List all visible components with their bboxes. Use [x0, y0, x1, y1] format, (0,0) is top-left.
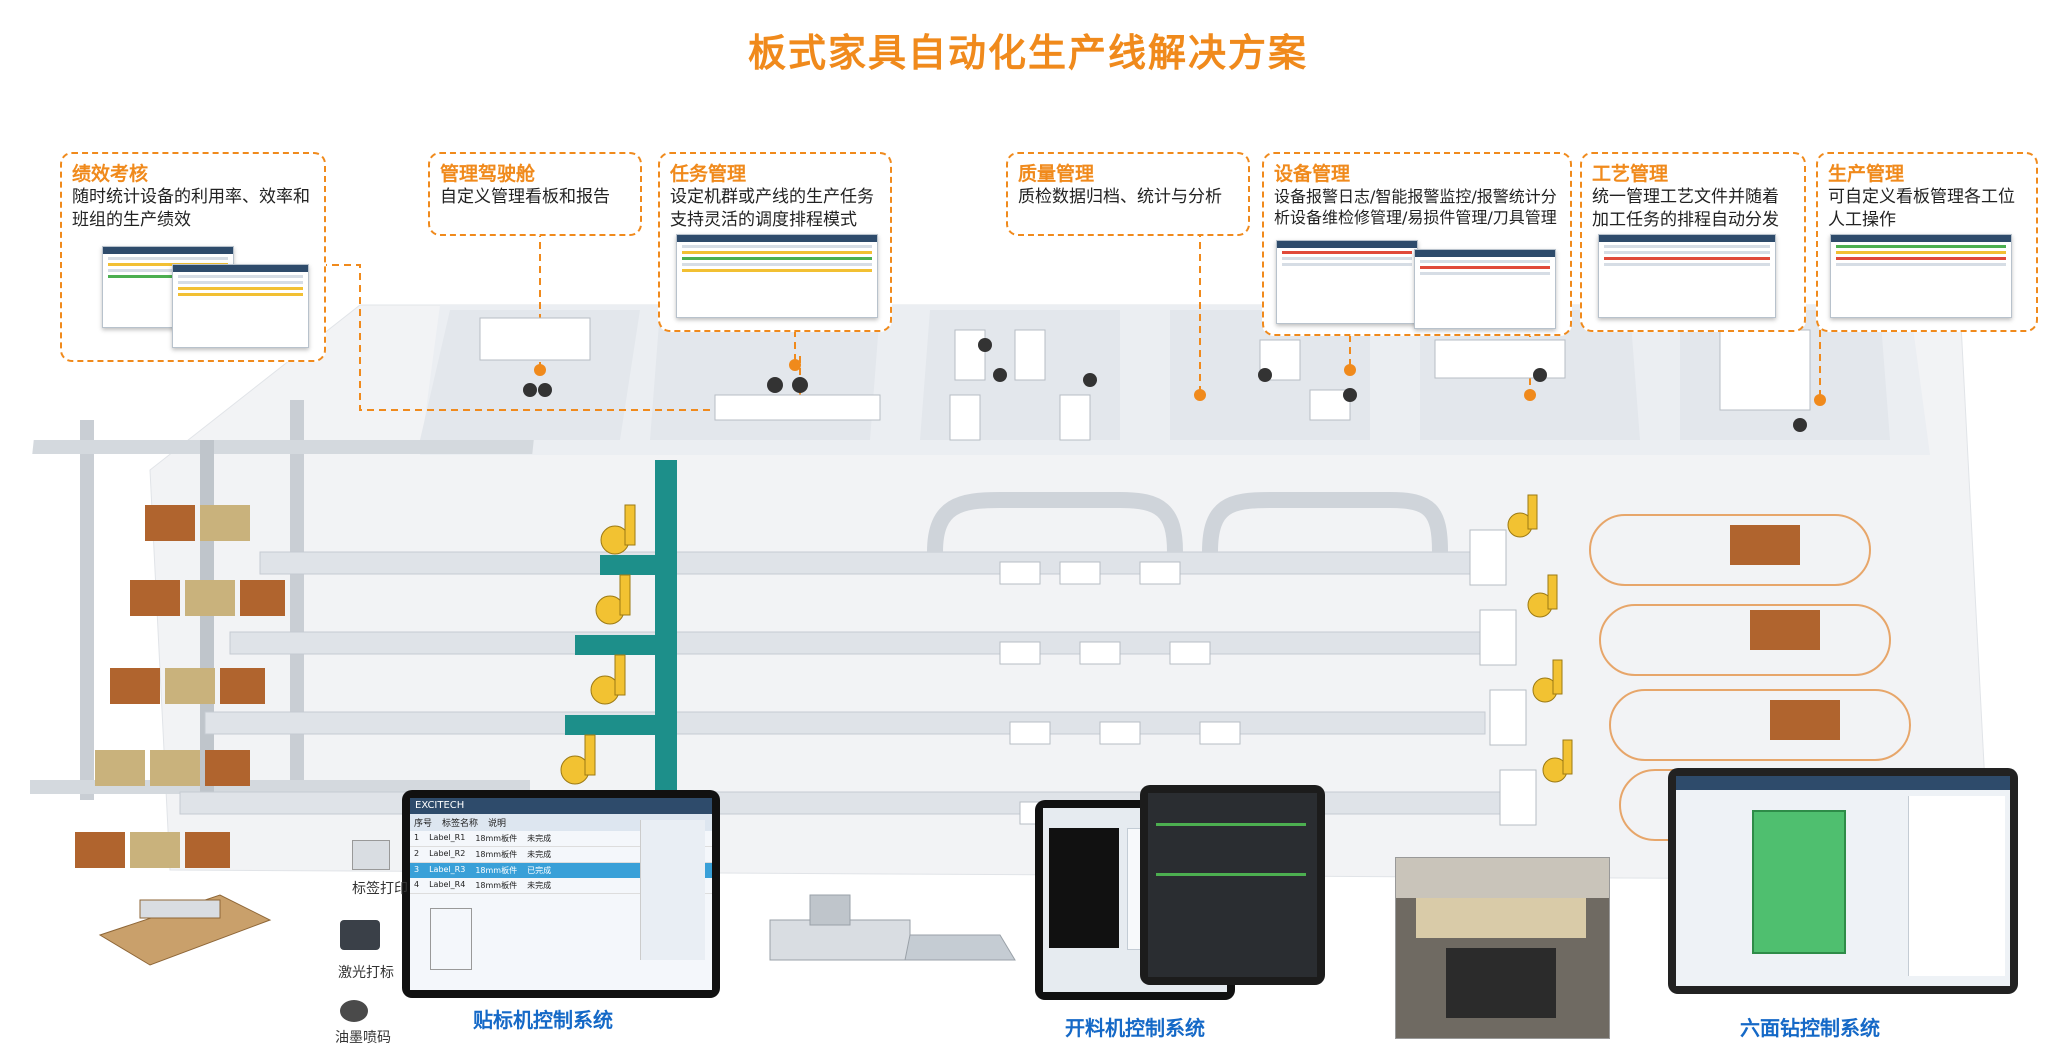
row-name: Label_R4: [429, 880, 466, 889]
row-status: 未完成: [527, 834, 552, 843]
row-desc: 18mm板件: [475, 866, 518, 875]
row-no: 1: [414, 833, 420, 842]
task-screen: [676, 234, 878, 318]
robot-arms: [560, 494, 1573, 785]
drilling-system-name: 六面钻控制系统: [1740, 1016, 1880, 1040]
row-desc: 18mm板件: [475, 850, 518, 859]
labeling-machine: [98, 894, 272, 966]
callout-task-desc: 设定机群或产线的生产任务支持灵活的调度排程模式: [670, 187, 874, 230]
label-print-tag: 标签打印: [352, 881, 408, 897]
table-row[interactable]: 1 Label_R1 18mm板件未完成: [410, 831, 712, 847]
drilling-panel-preview: [1752, 810, 1846, 954]
page-title: 板式家具自动化生产线解决方案: [747, 31, 1308, 75]
row-status: 未完成: [527, 850, 552, 859]
callout-task-title: 任务管理: [670, 163, 747, 185]
labeling-system-name: 贴标机控制系统: [473, 1008, 613, 1032]
table-row[interactable]: 3 Label_R3 18mm板件已完成: [410, 863, 712, 878]
row-name: Label_R2: [429, 849, 466, 858]
cutting-screen-2: [1148, 793, 1317, 977]
callout-production: 生产管理 可自定义看板管理各工位人工操作: [1816, 152, 2038, 332]
drilling-parameter-table: [1908, 796, 2005, 976]
callout-cockpit-title: 管理驾驶舱: [440, 163, 536, 185]
production-screen: [1830, 234, 2012, 318]
equipment-screen-1: [1276, 240, 1418, 324]
callout-quality-desc: 质检数据归档、统计与分析: [1018, 187, 1222, 207]
callout-process-desc: 统一管理工艺文件并随着加工任务的排程自动分发: [1592, 187, 1779, 230]
callout-performance-desc: 随时统计设备的利用率、效率和班组的生产绩效: [72, 187, 310, 230]
labeler-col-desc: 说明: [488, 819, 507, 829]
labeler-brand: EXCITECH: [410, 798, 712, 814]
cutting-monitor-2: [1140, 785, 1325, 985]
equipment-screen-2: [1414, 249, 1556, 329]
row-no: 3: [414, 865, 420, 874]
drilling-machine-photo: [1395, 857, 1610, 1039]
ink-jet-icon: [340, 1000, 368, 1022]
drilling-screen: [1676, 776, 2010, 986]
callout-equipment-desc: 设备报警日志/智能报警监控/报警统计分析设备维检修管理/易损件管理/刀具管理: [1274, 187, 1557, 227]
label-preview: [430, 908, 472, 970]
ink-jet-tag: 油墨喷码: [335, 1030, 391, 1046]
labeler-col-name: 标签名称: [442, 819, 479, 829]
callout-production-desc: 可自定义看板管理各工位人工操作: [1828, 187, 2015, 230]
row-name: Label_R1: [429, 833, 466, 842]
row-no: 2: [414, 849, 420, 858]
process-screen: [1598, 234, 1776, 318]
callout-quality-title: 质量管理: [1018, 163, 1095, 185]
callout-performance-title: 绩效考核: [72, 163, 149, 185]
callout-equipment-title: 设备管理: [1274, 163, 1351, 185]
cutting-system-name: 开料机控制系统: [1065, 1016, 1205, 1040]
callout-quality: 质量管理 质检数据归档、统计与分析: [1006, 152, 1250, 236]
row-name: Label_R3: [429, 865, 466, 874]
callout-task: 任务管理 设定机群或产线的生产任务支持灵活的调度排程模式: [658, 152, 892, 332]
callout-cockpit-desc: 自定义管理看板和报告: [440, 187, 610, 207]
table-row[interactable]: 4 Label_R4 18mm板件未完成: [410, 878, 712, 894]
callout-production-title: 生产管理: [1828, 163, 1905, 185]
callout-cockpit: 管理驾驶舱 自定义管理看板和报告: [428, 152, 642, 236]
laser-marker-icon: [340, 920, 380, 950]
labeler-side-panel: [640, 820, 705, 960]
row-no: 4: [414, 880, 420, 889]
cutting-preview: [1049, 828, 1119, 948]
row-desc: 18mm板件: [475, 834, 518, 843]
row-desc: 18mm板件: [475, 881, 518, 890]
board-stacks: [75, 505, 285, 868]
drilling-monitor: [1668, 768, 2018, 994]
callout-performance: 绩效考核 随时统计设备的利用率、效率和班组的生产绩效: [60, 152, 326, 362]
label-printer-icon: [352, 840, 390, 870]
labeler-col-no: 序号: [414, 819, 433, 829]
row-status: 未完成: [527, 881, 552, 890]
laser-mark-tag: 激光打标: [338, 965, 394, 981]
row-status: 已完成: [527, 866, 552, 875]
callout-process-title: 工艺管理: [1592, 163, 1669, 185]
callout-process: 工艺管理 统一管理工艺文件并随着加工任务的排程自动分发: [1580, 152, 1806, 332]
callout-equipment: 设备管理 设备报警日志/智能报警监控/报警统计分析设备维检修管理/易损件管理/刀…: [1262, 152, 1572, 336]
labeler-table-header: 序号 标签名称 说明: [410, 814, 712, 831]
performance-screen-2: [172, 264, 309, 348]
cnc-machine: [769, 894, 1016, 961]
table-row[interactable]: 2 Label_R2 18mm板件未完成: [410, 847, 712, 863]
